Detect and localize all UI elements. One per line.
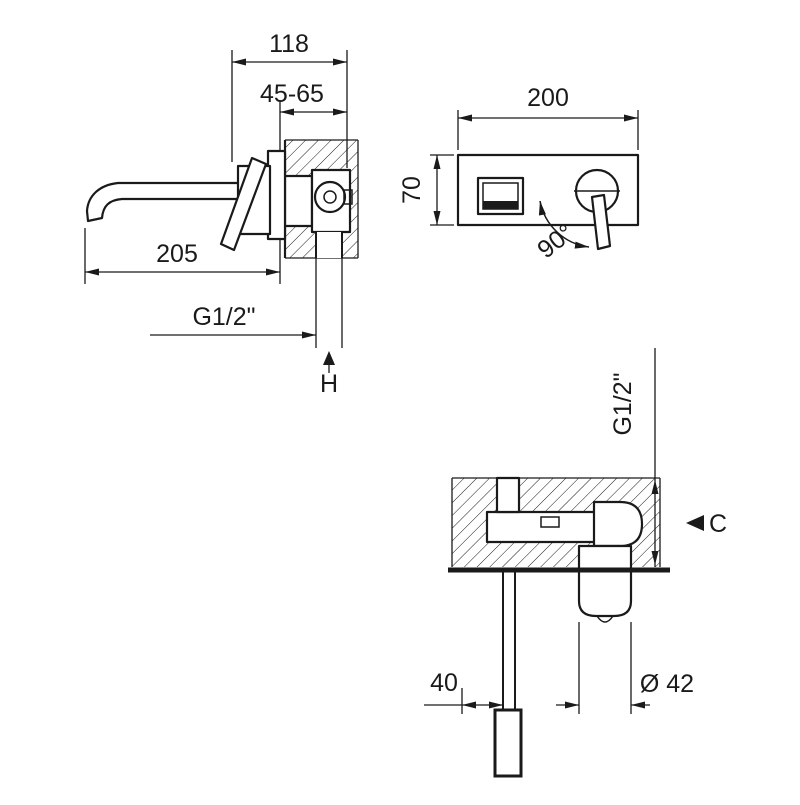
inlet-h-label: H [320,370,338,398]
dimension-205: 205 [84,228,281,284]
dimension-45-65: 45-65 [260,80,347,150]
c-pointer-triangle [686,515,704,531]
thread-callout-side: G1/2" [150,303,316,339]
dim-42-label: Ø 42 [640,670,694,698]
depth-c-label: C [709,510,727,538]
concealed-body-top [485,476,644,623]
handle-lever-side [219,156,268,252]
spout-tip-top [493,708,523,778]
dimension-200: 200 [457,84,639,150]
depth-c-callout: C [651,480,727,565]
spout-side [85,181,270,223]
dimension-diameter-42: Ø 42 [556,622,694,714]
supply-stub-top [495,476,521,514]
dim-205-label: 205 [156,240,198,268]
top-view: G1/2" C [424,348,727,778]
spout-projection-top [493,572,523,778]
dim-200-label: 200 [527,84,569,112]
front-view: 200 70 90° [398,84,640,264]
thread-callout-top: G1/2" [609,348,656,567]
dimension-40: 40 [424,669,503,714]
dim-40-label: 40 [430,669,458,697]
concealed-valve-side [283,168,353,258]
dimension-70: 70 [398,154,454,226]
valve-body-top [592,500,644,548]
handle-lever-front [590,193,612,251]
valve-cartridge-circle [313,180,347,214]
dimension-118: 118 [231,30,348,168]
handle-front [574,168,620,251]
inlet-callout: H [315,258,343,398]
dim-70-label: 70 [398,176,426,204]
side-view: 118 45-65 [84,30,359,398]
dim-118-label: 118 [269,30,309,58]
thread-label-top: G1/2" [609,372,637,435]
spout-front [476,176,525,216]
thread-label-side: G1/2" [192,303,255,331]
dim-45-65-label: 45-65 [260,80,324,108]
handle-base-cylinder-top [577,544,633,618]
